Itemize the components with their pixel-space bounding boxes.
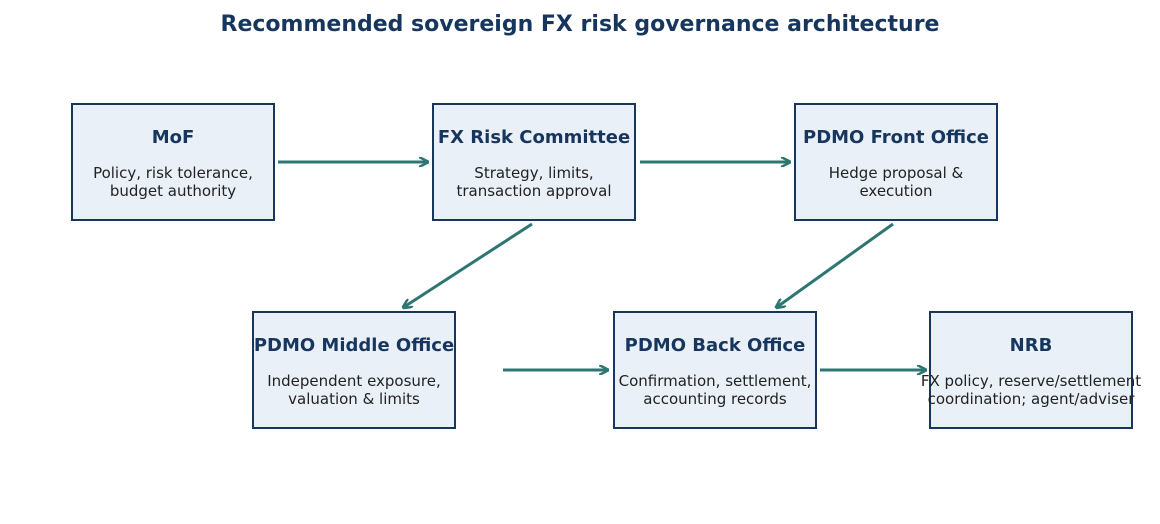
node-description: Independent exposure, valuation & limits xyxy=(267,372,441,408)
node-pdmo-front-office: PDMO Front Office Hedge proposal & execu… xyxy=(794,103,998,221)
node-pdmo-back-office: PDMO Back Office Confirmation, settlemen… xyxy=(613,311,817,429)
node-title: PDMO Back Office xyxy=(624,335,806,356)
node-description: Hedge proposal & execution xyxy=(828,164,964,200)
diagram-title: Recommended sovereign FX risk governance… xyxy=(220,12,940,37)
node-title: FX Risk Committee xyxy=(437,127,631,148)
node-mof: MoF Policy, risk tolerance, budget autho… xyxy=(71,103,275,221)
edge-frc-to-middle xyxy=(404,222,533,307)
node-nrb: NRB FX policy, reserve/settlement coordi… xyxy=(921,311,1141,429)
edge-front-to-back xyxy=(777,222,894,307)
node-pdmo-middle-office: PDMO Middle Office Independent exposure,… xyxy=(252,311,456,429)
node-fx-risk-committee: FX Risk Committee Strategy, limits, tran… xyxy=(432,103,636,221)
node-description: Confirmation, settlement, accounting rec… xyxy=(618,372,812,408)
node-description: Policy, risk tolerance, budget authority xyxy=(93,164,253,200)
node-title: NRB xyxy=(1009,335,1053,356)
node-title: MoF xyxy=(151,127,195,148)
node-description: FX policy, reserve/settlement coordinati… xyxy=(920,372,1142,408)
node-title: PDMO Middle Office xyxy=(253,335,455,356)
node-description: Strategy, limits, transaction approval xyxy=(456,164,612,200)
node-title: PDMO Front Office xyxy=(803,127,989,148)
